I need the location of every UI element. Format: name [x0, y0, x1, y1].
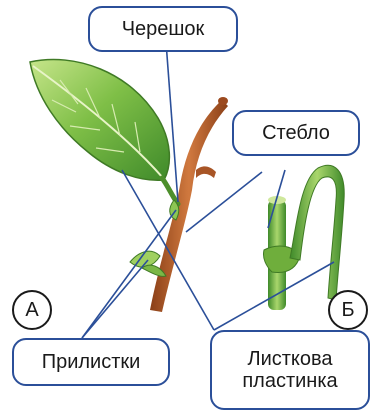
stipules-pointer-a2: [82, 260, 148, 338]
leaf-a: [30, 59, 179, 276]
marker-a: А: [12, 290, 52, 330]
blade-label: Листкова пластинка: [210, 330, 370, 410]
petiole-label: Черешок: [88, 6, 238, 52]
petiole-pointer: [166, 42, 178, 202]
blade-label-line2: пластинка: [242, 370, 337, 392]
blade-label-line1: Листкова: [247, 348, 332, 370]
stipules-label: Прилистки: [12, 338, 170, 386]
stem-b: [263, 165, 344, 310]
blade-pointer-a: [122, 170, 214, 330]
stem-label: Стебло: [232, 110, 360, 156]
stem-pointer-a: [186, 172, 262, 232]
marker-b: Б: [328, 290, 368, 330]
